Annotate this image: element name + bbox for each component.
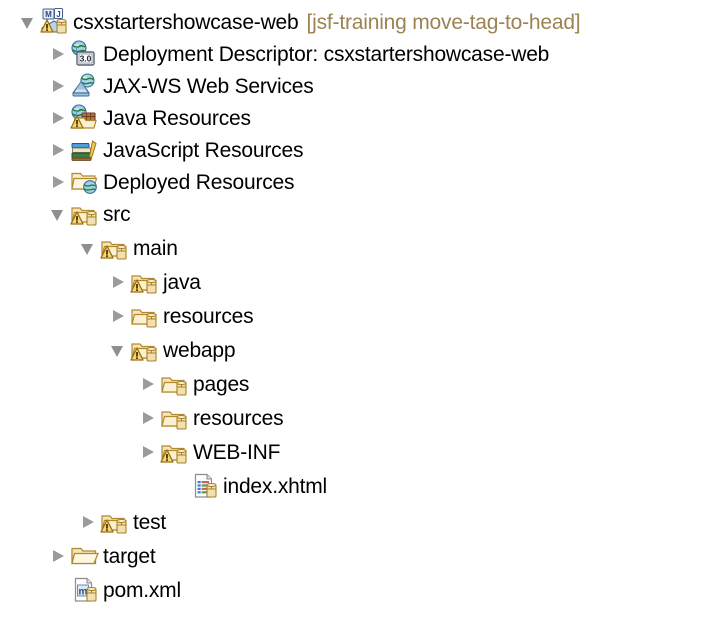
expand-arrow-right-icon[interactable]	[108, 300, 130, 332]
tree-item-label: src	[103, 202, 131, 226]
expand-arrow-right-icon[interactable]	[108, 266, 130, 298]
tree-item-spacer	[168, 470, 190, 502]
java-resources-warning-icon	[70, 104, 100, 132]
tree-item[interactable]: Deployed Resources	[48, 166, 295, 198]
folder-package-warning-icon	[100, 508, 130, 536]
expand-arrow-down-icon[interactable]	[18, 6, 40, 38]
expand-arrow-down-icon[interactable]	[78, 232, 100, 264]
tree-item[interactable]: JAX-WS Web Services	[48, 70, 314, 102]
svg-text:M: M	[45, 10, 52, 19]
jax-ws-web-services-icon	[70, 72, 100, 100]
tree-item-label: csxstartershowcase-web	[73, 10, 299, 34]
tree-item-label: JavaScript Resources	[103, 138, 304, 162]
svg-text:J: J	[56, 10, 60, 19]
tree-item-label: Deployment Descriptor: csxstartershowcas…	[103, 42, 550, 66]
tree-item[interactable]: 3.0 Deployment Descriptor: csxstartershow…	[48, 38, 549, 70]
tree-item-label: target	[103, 544, 156, 568]
tree-item-label: resources	[163, 304, 254, 328]
folder-package-icon	[160, 404, 190, 432]
tree-item-label: webapp	[163, 338, 236, 362]
folder-package-warning-icon	[130, 268, 160, 296]
tree-item[interactable]: m pom.xml	[48, 574, 181, 606]
tree-item[interactable]: index.xhtml	[168, 470, 327, 502]
tree-item-label: main	[133, 236, 178, 260]
expand-arrow-right-icon[interactable]	[138, 368, 160, 400]
expand-arrow-down-icon[interactable]	[48, 198, 70, 230]
pom-xml-file-icon: m	[70, 576, 100, 604]
folder-package-warning-icon	[160, 438, 190, 466]
tree-item[interactable]: java	[108, 266, 201, 298]
folder-package-warning-icon	[100, 234, 130, 262]
tree-item-label: test	[133, 510, 167, 534]
folder-package-warning-icon	[130, 336, 160, 364]
tree-item-label: pages	[193, 372, 250, 396]
expand-arrow-right-icon[interactable]	[48, 540, 70, 572]
expand-arrow-right-icon[interactable]	[138, 402, 160, 434]
javascript-resources-icon	[70, 136, 100, 164]
tree-item-label: pom.xml	[103, 578, 181, 602]
svg-text:m: m	[79, 586, 88, 597]
tree-item[interactable]: WEB-INF	[138, 436, 280, 468]
tree-item-label: index.xhtml	[223, 474, 328, 498]
tree-item[interactable]: main	[78, 232, 178, 264]
deployed-resources-folder-globe-icon	[70, 168, 100, 196]
tree-item[interactable]: webapp	[108, 334, 236, 366]
tree-item[interactable]: target	[48, 540, 156, 572]
tree-item[interactable]: src	[48, 198, 131, 230]
tree-item-label: WEB-INF	[193, 440, 281, 464]
expand-arrow-right-icon[interactable]	[48, 134, 70, 166]
tree-item-qualifier: [jsf-training move-tag-to-head]	[306, 10, 581, 34]
expand-arrow-right-icon[interactable]	[48, 70, 70, 102]
tree-item-label: Java Resources	[103, 106, 251, 130]
folder-package-warning-icon	[70, 200, 100, 228]
expand-arrow-right-icon[interactable]	[138, 436, 160, 468]
tree-item[interactable]: resources	[108, 300, 254, 332]
expand-arrow-right-icon[interactable]	[78, 506, 100, 538]
deployment-descriptor-3-0-icon: 3.0	[70, 40, 100, 68]
tree-item-spacer	[48, 574, 70, 606]
folder-package-icon	[130, 302, 160, 330]
tree-item-label: java	[163, 270, 201, 294]
expand-arrow-right-icon[interactable]	[48, 166, 70, 198]
tree-item-label: JAX-WS Web Services	[103, 74, 314, 98]
tree-item[interactable]: test	[78, 506, 166, 538]
tree-item-label: resources	[193, 406, 284, 430]
tree-item[interactable]: JavaScript Resources	[48, 134, 303, 166]
expand-arrow-right-icon[interactable]	[48, 38, 70, 70]
expand-arrow-down-icon[interactable]	[108, 334, 130, 366]
folder-open-icon	[70, 542, 100, 570]
expand-arrow-right-icon[interactable]	[48, 102, 70, 134]
tree-item[interactable]: pages	[138, 368, 249, 400]
tree-item[interactable]: Java Resources	[48, 102, 251, 134]
folder-package-icon	[160, 370, 190, 398]
tree-item[interactable]: resources	[138, 402, 284, 434]
svg-text:3.0: 3.0	[80, 54, 92, 64]
tree-item-label: Deployed Resources	[103, 170, 295, 194]
xhtml-file-icon	[190, 472, 220, 500]
